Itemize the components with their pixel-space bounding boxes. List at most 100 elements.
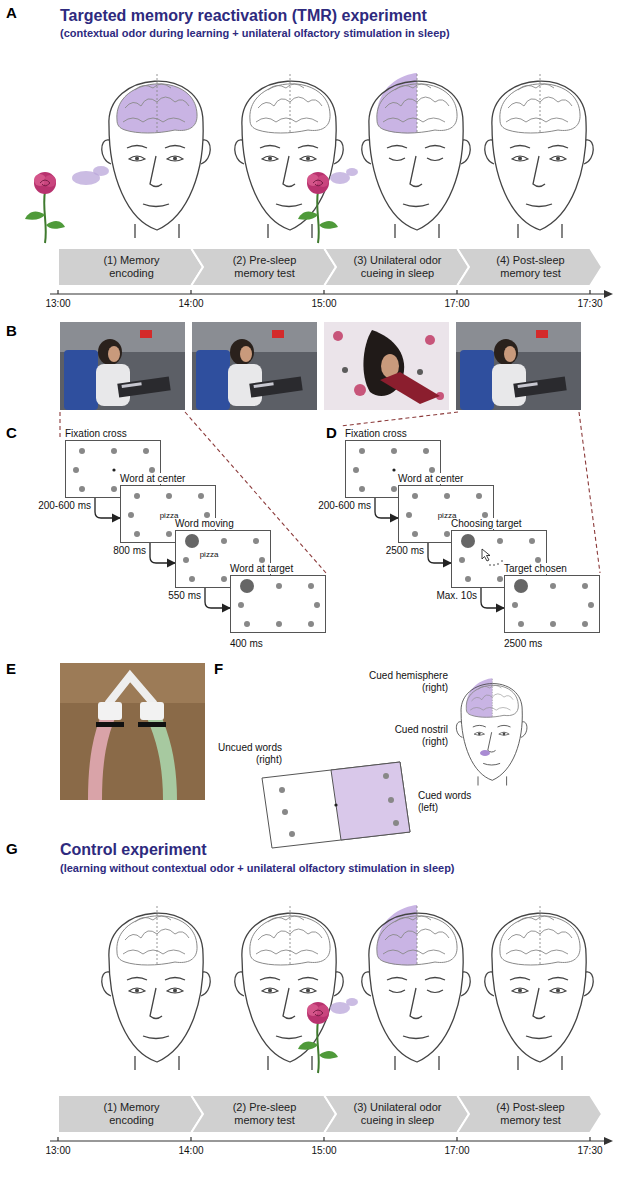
target-dot bbox=[550, 621, 556, 627]
stage-label: (1) Memory encoding bbox=[82, 1101, 182, 1127]
stage-chevron: (4) Post-sleep memory test bbox=[457, 248, 602, 286]
stage-chevron: (3) Unilateral odor cueing in sleep bbox=[324, 248, 469, 286]
target-dot bbox=[111, 448, 117, 454]
photo-encoding bbox=[60, 322, 185, 410]
target-dot-selected bbox=[240, 579, 254, 593]
brain-gyri bbox=[256, 74, 322, 132]
dashed-guide bbox=[579, 412, 600, 573]
head-figure bbox=[235, 74, 344, 238]
target-dot-selected bbox=[461, 534, 475, 548]
duration-label: 2500 ms bbox=[386, 545, 424, 557]
target-dot bbox=[582, 583, 588, 589]
target-dot bbox=[308, 621, 314, 627]
head-figure bbox=[485, 74, 594, 238]
time-label: 14:00 bbox=[178, 298, 203, 310]
head-outline bbox=[456, 684, 527, 786]
screen-heading: Word at center bbox=[398, 473, 465, 484]
task-screen: Word at target bbox=[230, 575, 326, 633]
head-figure bbox=[362, 905, 471, 1070]
stage-chevron: (4) Post-sleep memory test bbox=[457, 1095, 602, 1133]
strap bbox=[138, 722, 166, 727]
stage-label: (4) Post-sleep memory test bbox=[481, 1101, 581, 1127]
screen-heading: Fixation cross bbox=[65, 428, 129, 439]
target-dot bbox=[289, 831, 295, 837]
sequence-arrow bbox=[95, 498, 120, 518]
connector bbox=[140, 702, 164, 720]
cued-nostril-mark bbox=[480, 750, 490, 756]
panel-letter: C bbox=[6, 424, 17, 441]
stage-chevron: (1) Memory encoding bbox=[58, 248, 203, 286]
time-label: 17:00 bbox=[444, 1145, 469, 1157]
photo-ground bbox=[60, 663, 205, 800]
fixation-dot bbox=[334, 803, 337, 806]
rose-icon bbox=[25, 172, 65, 243]
screen-heading: Word at target bbox=[230, 563, 295, 574]
screen-heading: Word at center bbox=[120, 473, 187, 484]
chevron-fill bbox=[457, 1095, 602, 1133]
brain-gyri bbox=[123, 74, 189, 132]
eyes bbox=[262, 988, 316, 993]
target-dot bbox=[79, 448, 85, 454]
bedding-pattern bbox=[354, 384, 366, 396]
bedding-pattern bbox=[417, 369, 423, 375]
panel-letter: B bbox=[6, 322, 17, 339]
time-label: 13:00 bbox=[45, 1145, 70, 1157]
cursor-trail bbox=[501, 560, 503, 562]
timeline bbox=[50, 290, 604, 294]
sequence-arrow bbox=[150, 543, 175, 563]
eyes-closed bbox=[389, 990, 443, 993]
target-dot bbox=[238, 602, 244, 608]
cued-half bbox=[331, 762, 410, 840]
odor-puff bbox=[346, 168, 358, 176]
photo-ground bbox=[324, 322, 449, 410]
head-figure bbox=[102, 906, 211, 1070]
duration-label: 200-600 ms bbox=[318, 500, 371, 512]
photo-post-test bbox=[456, 322, 581, 410]
fixation-dot bbox=[392, 468, 395, 471]
head-figure bbox=[235, 906, 344, 1070]
head-figure bbox=[456, 678, 527, 785]
sequence-arrow bbox=[375, 498, 398, 518]
photo-ground bbox=[60, 663, 205, 703]
brain-gyri bbox=[470, 679, 513, 717]
target-dot bbox=[198, 493, 204, 499]
stage-chevron: (3) Unilateral odor cueing in sleep bbox=[324, 1095, 469, 1133]
eyes bbox=[474, 732, 509, 735]
chevron-fill bbox=[457, 248, 602, 286]
target-dot bbox=[282, 809, 288, 815]
screen-dots bbox=[231, 576, 325, 632]
chevron-fill bbox=[58, 248, 203, 286]
bedding-pattern bbox=[333, 331, 343, 341]
chevron-fill bbox=[324, 1095, 469, 1133]
timeline-arrowhead bbox=[604, 290, 613, 298]
target-dot bbox=[134, 531, 140, 537]
duration-label: Max. 10s bbox=[436, 590, 477, 602]
dashed-guide bbox=[341, 412, 458, 426]
target-dot bbox=[444, 493, 450, 499]
panel-subtitle: (contextual odor during learning + unila… bbox=[60, 27, 450, 40]
photo-pre-test bbox=[192, 322, 317, 410]
timeline bbox=[50, 1137, 604, 1141]
target-dot bbox=[529, 538, 535, 544]
target-dot bbox=[276, 621, 282, 627]
annotation: Cued nostril (right) bbox=[376, 724, 448, 748]
head-outline bbox=[362, 913, 471, 1070]
task-screen: Target chosen bbox=[504, 575, 600, 633]
target-dot bbox=[359, 486, 365, 492]
timeline-axis bbox=[50, 1140, 604, 1141]
head-figure bbox=[102, 74, 211, 238]
rose-icon bbox=[298, 172, 338, 243]
target-dot bbox=[412, 493, 418, 499]
stage-label: (2) Pre-sleep memory test bbox=[215, 254, 315, 280]
eyes-closed bbox=[389, 158, 443, 161]
time-label: 15:00 bbox=[311, 298, 336, 310]
panel-title: Control experiment bbox=[60, 840, 207, 859]
screen-heading: Word moving bbox=[175, 518, 236, 529]
stage-label: (3) Unilateral odor cueing in sleep bbox=[348, 254, 448, 280]
chevron-fill bbox=[58, 1095, 203, 1133]
panel-title: Targeted memory reactivation (TMR) exper… bbox=[60, 6, 427, 25]
target-dot bbox=[412, 531, 418, 537]
sequence-arrow bbox=[428, 543, 451, 563]
target-dot bbox=[518, 621, 524, 627]
duration-label: 800 ms bbox=[113, 545, 146, 557]
